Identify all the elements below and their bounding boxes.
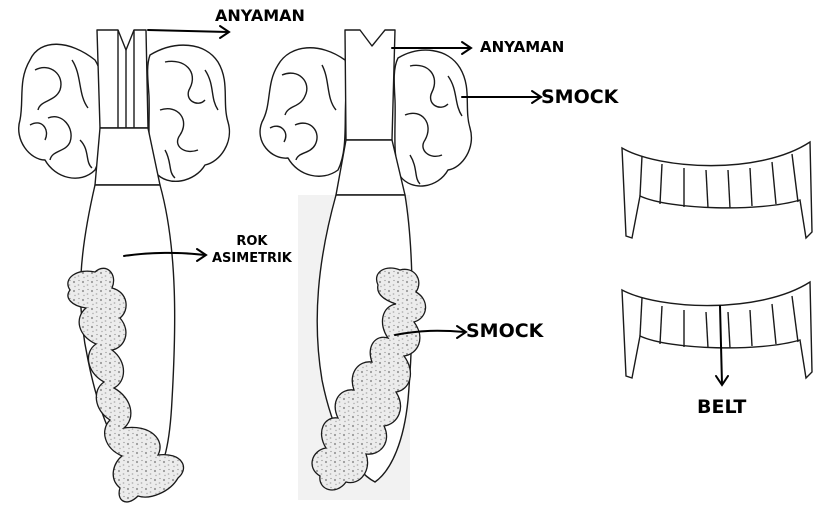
- label-rok-asimetrik: ROK ASIMETRIK: [212, 234, 292, 268]
- back-left-puff-sleeve: [260, 48, 347, 176]
- label-rok-line2: ASIMETRIK: [212, 251, 292, 268]
- arrow-smock-sleeve: [462, 91, 541, 103]
- front-right-puff-sleeve: [148, 45, 230, 181]
- front-waist: [95, 128, 160, 185]
- label-anyaman-front: ANYAMAN: [215, 8, 305, 24]
- back-bodice: [345, 30, 395, 140]
- arrow-anyaman-front: [148, 26, 229, 38]
- front-bodice: [97, 30, 148, 128]
- label-smock-sleeve: SMOCK: [541, 88, 618, 107]
- front-left-puff-sleeve: [19, 44, 102, 178]
- belt-bottom: [622, 282, 812, 378]
- label-rok-line1: ROK: [212, 234, 292, 251]
- label-anyaman-back: ANYAMAN: [480, 40, 564, 55]
- back-right-puff-sleeve: [394, 50, 471, 186]
- label-belt: BELT: [697, 398, 746, 417]
- label-smock-skirt: SMOCK: [466, 322, 543, 341]
- belt-top: [622, 142, 812, 238]
- back-waist: [336, 140, 405, 195]
